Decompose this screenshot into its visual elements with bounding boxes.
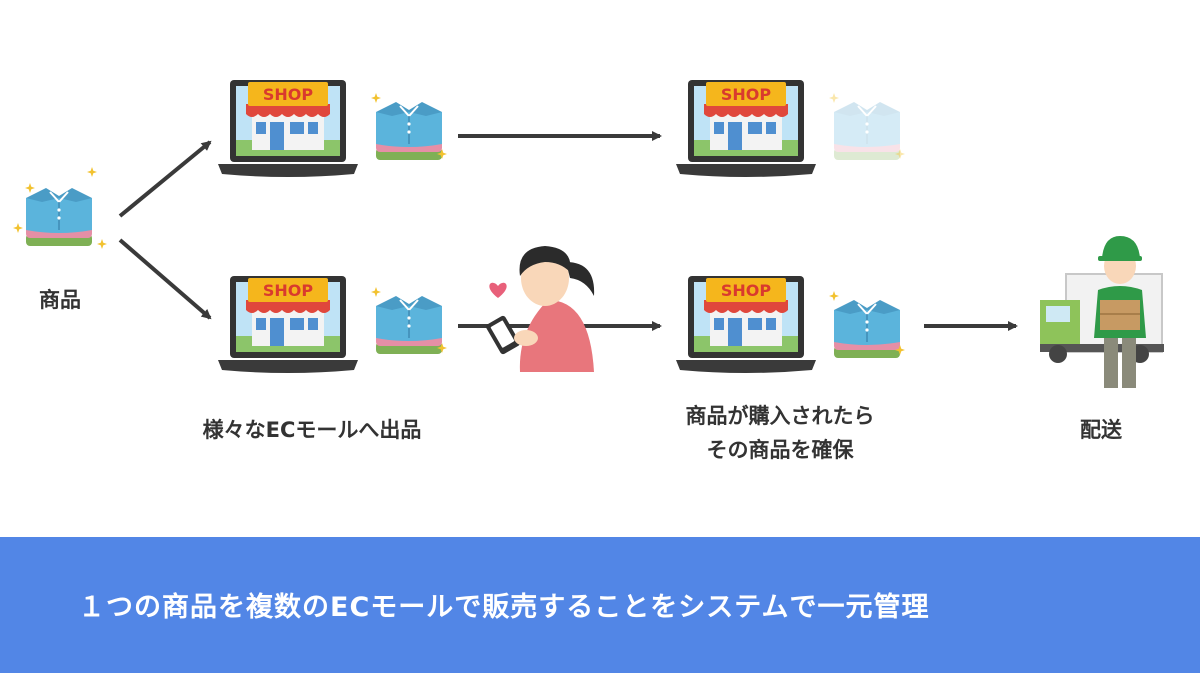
delivery-label: 配送 [1080,418,1122,442]
summary-banner: １つの商品を複数のECモールで販売することをシステムで一元管理 [0,537,1200,673]
summary-banner-text: １つの商品を複数のECモールで販売することをシステムで一元管理 [78,592,930,623]
shop-sign: SHOP [263,85,314,104]
woman-shopping-smartphone-icon [486,246,595,372]
laptop-shop-icon: SHOP [218,80,358,177]
reserve-label-line1: 商品が購入されたら [685,404,875,428]
arrow-to-upper-mall [118,140,212,218]
shop-sign: SHOP [721,85,772,104]
shirt-stack-faded-icon [833,101,901,161]
shirt-stack-icon [25,187,93,247]
laptop-shop-icon: SHOP [218,276,358,373]
shop-sign: SHOP [721,281,772,300]
shirt-stack-icon [833,299,901,359]
flow-diagram: SHOP SHOP SHOP SHOP [13,80,1164,388]
product-label: 商品 [39,288,81,312]
delivery-person-icon [1094,236,1146,388]
listing-label: 様々なECモールへ出品 [202,418,422,442]
heart-icon [489,282,507,298]
shop-sign: SHOP [263,281,314,300]
reserve-label-line2: その商品を確保 [706,438,854,462]
shirt-stack-icon [375,295,443,355]
laptop-shop-icon: SHOP [676,276,816,373]
shirt-stack-icon [375,101,443,161]
arrow-to-lower-mall [118,238,212,320]
laptop-shop-icon: SHOP [676,80,816,177]
